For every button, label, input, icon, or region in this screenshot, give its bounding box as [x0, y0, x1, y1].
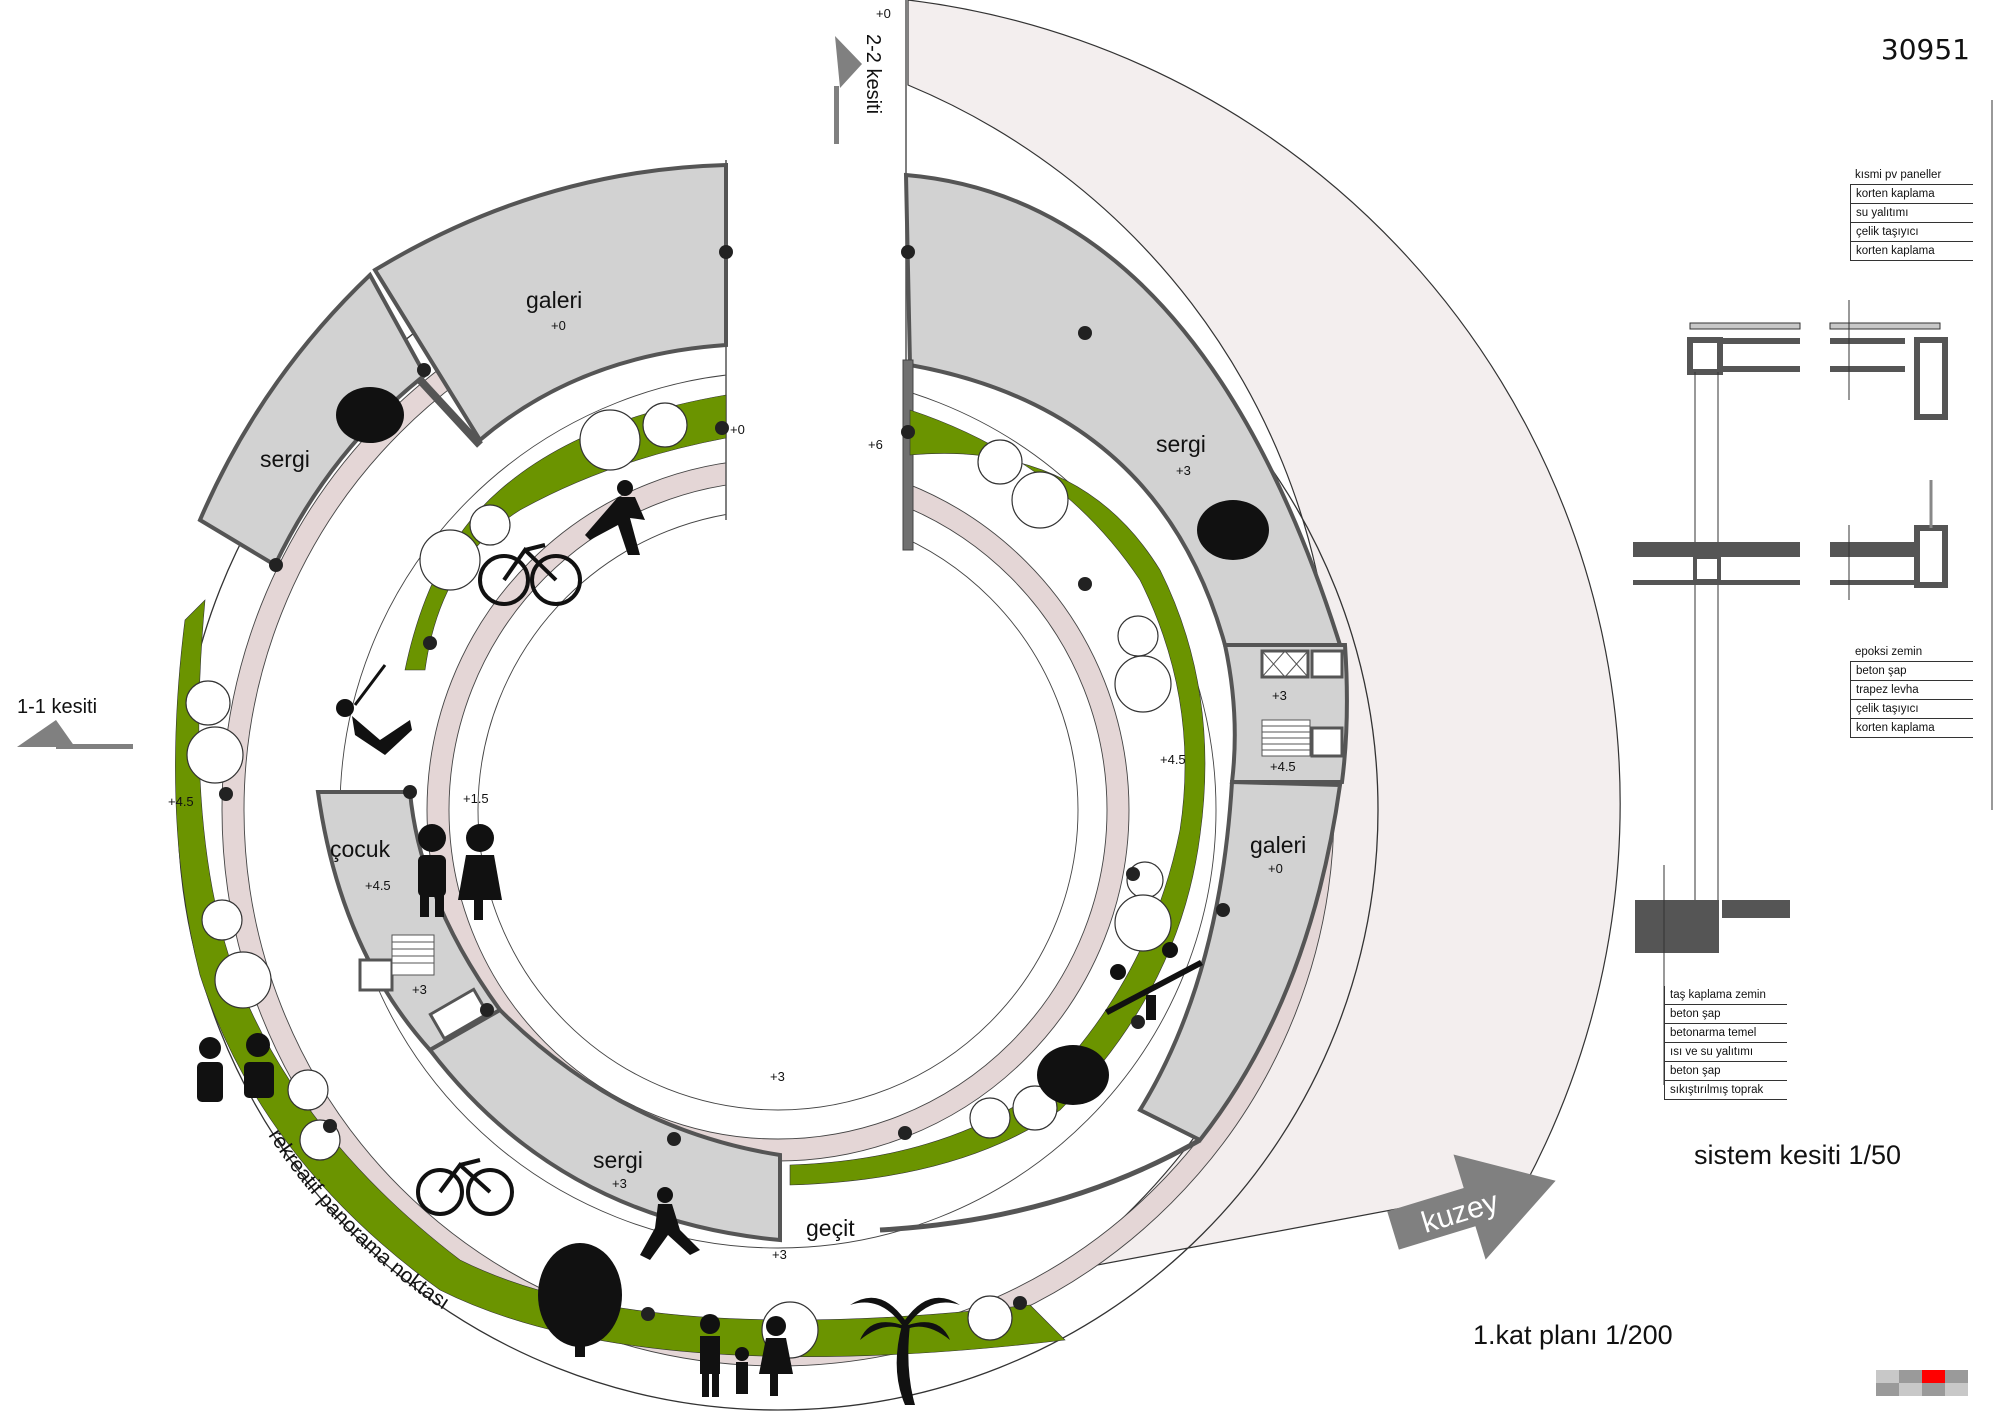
- level-label: +3: [772, 1247, 787, 1262]
- section-marker-22: [834, 36, 862, 144]
- room-galeri-right: [1137, 779, 1343, 1143]
- swatch: [1876, 1370, 1899, 1383]
- palette-icon: [336, 387, 1269, 1105]
- section-label-22: 2-2 kesiti: [862, 34, 884, 114]
- level-label: +3: [770, 1069, 785, 1084]
- floor-layers-table: epoksi zemin beton şap trapez levha çeli…: [1850, 643, 1973, 738]
- ground-layers-table: taş kaplama zemin beton şap betonarma te…: [1664, 986, 1787, 1100]
- layer-label: korten kaplama: [1850, 242, 1973, 261]
- swatch: [1899, 1383, 1922, 1396]
- swatch: [1945, 1370, 1968, 1383]
- section-marker-11: [17, 720, 133, 749]
- layer-label: beton şap: [1664, 1005, 1787, 1024]
- level-label: +3: [1176, 463, 1191, 478]
- tree-icon: [538, 1243, 622, 1357]
- level-label: +0: [551, 318, 566, 333]
- layer-label: çelik taşıyıcı: [1850, 700, 1973, 719]
- room-galeri-top: [372, 162, 728, 444]
- level-label: +1.5: [463, 791, 489, 806]
- level-label: +0: [1268, 861, 1283, 876]
- stairs-icon: [1261, 719, 1311, 757]
- roof-layers-table: kısmi pv paneller korten kaplama su yalı…: [1850, 166, 1973, 261]
- layer-label: beton şap: [1664, 1062, 1787, 1081]
- level-label: +0: [730, 422, 745, 437]
- room-label: sergi: [260, 446, 310, 472]
- layer-label: su yalıtımı: [1850, 204, 1973, 223]
- level-label: +3: [612, 1176, 627, 1191]
- tree-canopies: [185, 402, 1172, 1359]
- room-sergi-bottom: [427, 1007, 782, 1243]
- project-number: 30951: [1880, 33, 1970, 66]
- layer-label: kısmi pv paneller: [1850, 166, 1973, 185]
- layer-label: epoksi zemin: [1850, 643, 1973, 662]
- swatch: [1945, 1383, 1968, 1396]
- section-label-11: 1-1 kesiti: [17, 696, 97, 718]
- level-label: +4.5: [365, 878, 391, 893]
- bicycle-icon: [416, 543, 582, 1216]
- seesaw-icon: [1105, 942, 1203, 1020]
- elevator-icon: [428, 987, 490, 1041]
- plan-title: 1.kat planı 1/200: [1473, 1320, 1673, 1350]
- swatch: [1922, 1383, 1945, 1396]
- stairs-icon: [391, 934, 435, 976]
- layer-label: korten kaplama: [1850, 719, 1973, 738]
- room-label: sergi: [593, 1147, 643, 1173]
- level-label: +3: [1272, 688, 1287, 703]
- north-arrow: kuzey: [1387, 1154, 1556, 1260]
- room-label: çocuk: [330, 836, 391, 862]
- family-icon: [700, 1314, 793, 1397]
- system-section-drawing: [1633, 100, 1993, 1085]
- palm-tree-icon: [850, 1297, 960, 1405]
- level-label: +4.5: [1270, 759, 1296, 774]
- room-label: sergi: [1156, 431, 1206, 457]
- columns: [219, 245, 1230, 1321]
- level-label: +6: [868, 437, 883, 452]
- level-label: +3: [412, 982, 427, 997]
- swatch: [1922, 1370, 1945, 1383]
- layer-label: beton şap: [1850, 662, 1973, 681]
- level-label: +0: [876, 6, 891, 21]
- swatch: [1899, 1370, 1922, 1383]
- children-icon: [418, 824, 502, 920]
- swatch: [1876, 1383, 1899, 1396]
- layer-label: korten kaplama: [1850, 185, 1973, 204]
- layer-label: betonarma temel: [1664, 1024, 1787, 1043]
- section-title: sistem kesiti 1/50: [1694, 1140, 1902, 1170]
- level-label: +4.5: [1160, 752, 1186, 767]
- layer-label: ısı ve su yalıtımı: [1664, 1043, 1787, 1062]
- swing-icon: [336, 664, 412, 755]
- layer-label: sıkıştırılmış toprak: [1664, 1081, 1787, 1100]
- runner-icon: [585, 480, 700, 1260]
- level-label: +4.5: [168, 794, 194, 809]
- elevator-icon: [1260, 649, 1310, 679]
- layer-label: taş kaplama zemin: [1664, 986, 1787, 1005]
- room-label: galeri: [1250, 832, 1306, 858]
- color-swatches: [1876, 1370, 1968, 1396]
- layer-label: trapez levha: [1850, 681, 1973, 700]
- tourists-icon: [197, 1033, 274, 1102]
- room-label: galeri: [526, 287, 582, 313]
- room-label: geçit: [806, 1215, 855, 1241]
- layer-label: çelik taşıyıcı: [1850, 223, 1973, 242]
